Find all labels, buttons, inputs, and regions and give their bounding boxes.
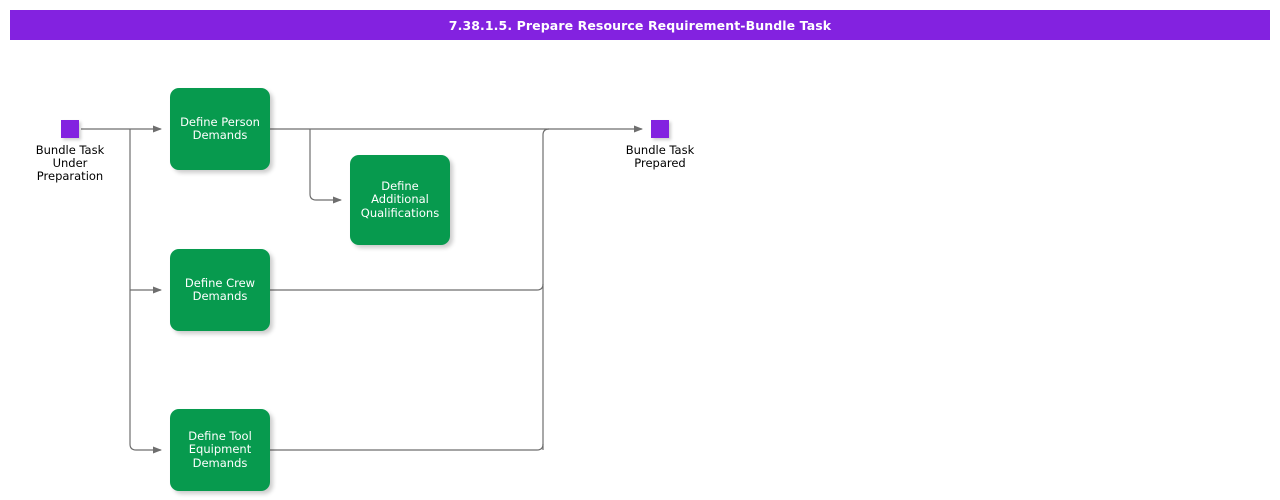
connector-person-demands-to-qualifications [309, 129, 342, 204]
activity-define-crew-demands[interactable]: Define Crew Demands [170, 249, 270, 331]
activity-label: Define Person Demands [180, 114, 260, 142]
end-node-label: Bundle Task Prepared [625, 143, 695, 170]
activity-label: Define Crew Demands [184, 275, 256, 303]
activity-label: Define Additional Qualifications [360, 178, 440, 220]
connector-crew-demands-to-merge [270, 283, 544, 291]
activity-label: Define Tool Equipment Demands [188, 428, 252, 470]
connector-merge-spine [542, 128, 550, 450]
connector-fork-to-tool-demands [129, 443, 162, 454]
connector-tool-demands-to-merge [270, 443, 544, 451]
page-title-bar: 7.38.1.5. Prepare Resource Requirement-B… [10, 10, 1270, 40]
activity-define-person-demands[interactable]: Define Person Demands [170, 88, 270, 170]
start-node-label: Bundle Task Under Preparation [35, 143, 105, 183]
page-title: 7.38.1.5. Prepare Resource Requirement-B… [448, 17, 832, 33]
activity-define-additional-qualifications[interactable]: Define Additional Qualifications [350, 155, 450, 245]
start-node-marker [61, 120, 79, 138]
end-node-marker [651, 120, 669, 138]
activity-define-tool-equipment-demands[interactable]: Define Tool Equipment Demands [170, 409, 270, 491]
